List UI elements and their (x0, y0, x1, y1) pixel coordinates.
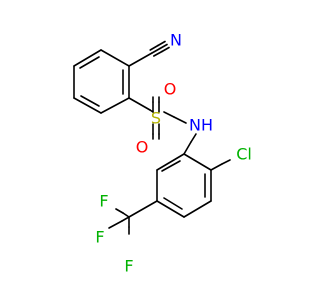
bond-cf3-f-top-green (115, 208, 124, 214)
bond-cf3-f-top (122, 212, 130, 218)
atom-label-fluorine-top: F (99, 192, 108, 211)
bond-nh-to-ring-blue (190, 133, 197, 143)
bond-ring-to-s (128, 97, 151, 111)
bond-s-n-yellow (163, 111, 175, 118)
bond-ring1-inner-1 (79, 56, 100, 69)
bond-ring1-b (73, 49, 102, 67)
bond-ring-to-cl-green (221, 159, 231, 165)
bond-ring2-a (156, 153, 185, 171)
atom-label-sulfur: S (151, 109, 161, 128)
atom-label-fluorine-bottom: F (124, 257, 133, 276)
bond-triple-black-2 (149, 44, 159, 51)
molecule-structure-diagram: N O S O NH (73, 31, 252, 276)
bond-ring-to-cl (210, 163, 223, 171)
bond-s-n-blue (173, 116, 187, 124)
bond-ring2-c (156, 200, 185, 218)
bond-ring-to-nitrile-carbon (128, 52, 153, 67)
bond-ring2-d (183, 200, 212, 218)
atom-label-nitrile-n: N (170, 31, 182, 50)
sulfonamide-group: O S O NH (128, 80, 213, 157)
chloro-substituent: Cl (210, 145, 252, 171)
bond-ring2-inner-2 (163, 197, 183, 210)
bond-ring2-inner-1 (161, 160, 181, 172)
bond-triple-blue-3 (161, 46, 170, 53)
atom-label-chlorine: Cl (236, 145, 252, 164)
atom-label-nh: NH (189, 116, 213, 135)
atom-label-fluorine-left: F (95, 228, 104, 247)
bond-cf3-f-left (121, 216, 130, 222)
bond-nh-to-ring (183, 141, 192, 155)
bond-triple-blue-1 (159, 43, 168, 50)
benzonitrile-ring (73, 49, 130, 114)
bond-ring1-a (100, 49, 130, 67)
bond-triple-black-3 (153, 50, 163, 57)
bond-ring2-f (183, 153, 212, 171)
bond-ring1-inner-2 (80, 95, 100, 107)
bond-triple-black-1 (151, 47, 161, 54)
atom-label-oxygen-bottom: O (136, 138, 149, 157)
bond-cf3-f-left-green (108, 220, 123, 229)
bond-ring1-d (73, 97, 102, 114)
bond-ring-to-cf3 (128, 200, 158, 218)
atom-label-oxygen-top: O (164, 80, 177, 99)
nitrile-group: N (128, 31, 182, 67)
chlorophenyl-ring (156, 153, 212, 218)
bond-triple-blue-2 (157, 40, 166, 47)
trifluoromethyl-substituent: F F F (95, 192, 158, 276)
bond-ring1-e (100, 97, 130, 114)
